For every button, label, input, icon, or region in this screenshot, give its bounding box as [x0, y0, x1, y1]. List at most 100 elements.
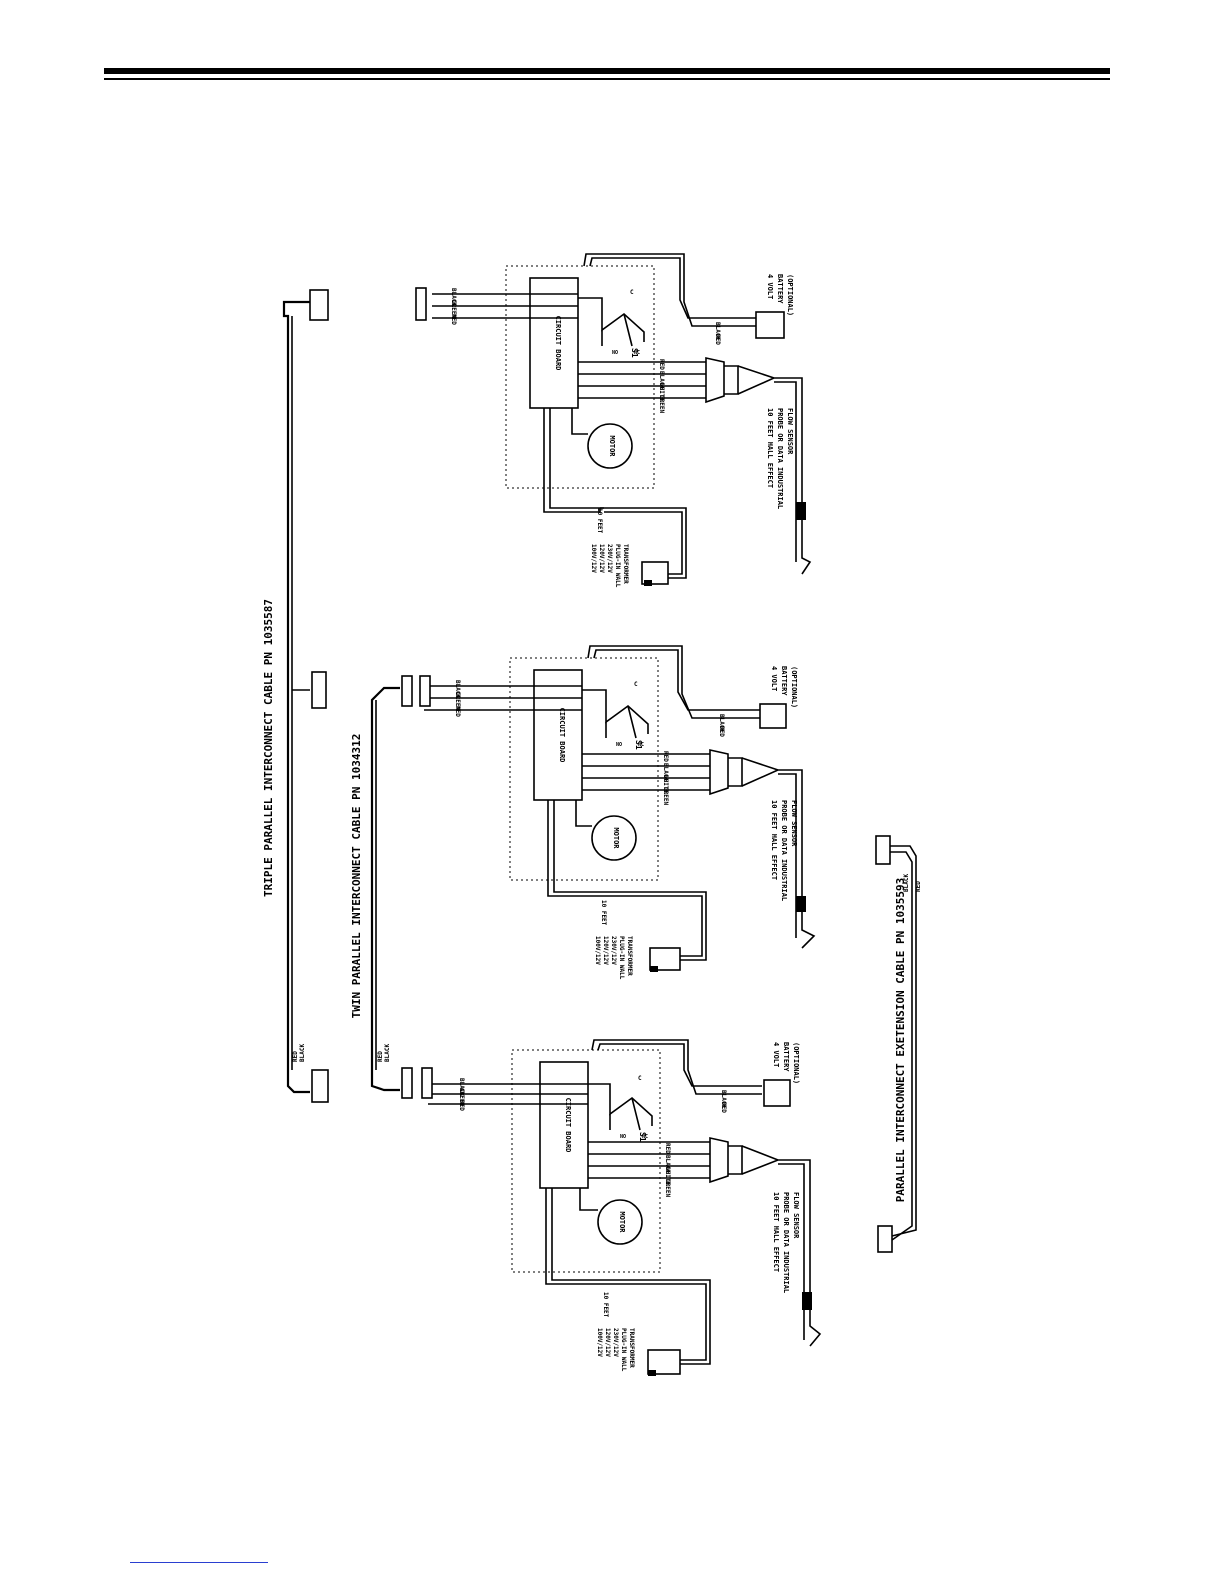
- transformer-text-1-4: TRANSFORMER: [622, 544, 629, 584]
- battery-2: [759, 703, 787, 729]
- triple-black-label: BLACK: [299, 1044, 306, 1062]
- sensor-text-1-1: PROBE OR DATA INDUSTRIAL: [776, 408, 784, 509]
- motor-1: [587, 423, 633, 469]
- triple-cable: TRIPLE PARALLEL INTERCONNECT CABLE PN 10…: [262, 289, 329, 1103]
- footer-link-underline: [130, 1562, 268, 1563]
- battery-text-3-2: (OPTIONAL): [792, 1042, 800, 1084]
- svg-text:NO: NO: [616, 742, 622, 748]
- transformer-text-2-2: 230V/12V: [610, 936, 617, 965]
- twin-connector-bottom: [401, 1067, 413, 1099]
- svg-text:NO: NO: [612, 350, 618, 356]
- svg-text:RED: RED: [450, 314, 457, 325]
- transformer-text-2-1: 120V/12V: [602, 936, 609, 965]
- transformer-2: [649, 947, 681, 971]
- sensor-wire-white-label-3: WHITE: [664, 1167, 671, 1185]
- transformer-text-3-2: 230V/12V: [612, 1328, 619, 1357]
- sensor-wire-white-label-1: WHITE: [658, 383, 665, 401]
- svg-text:GREEN: GREEN: [458, 1088, 465, 1106]
- circuit-board-2: [533, 669, 583, 801]
- transformer-1: [641, 561, 669, 585]
- transformer-text-3-4: TRANSFORMER: [628, 1328, 635, 1368]
- transformer-text-1-2: 230V/12V: [606, 544, 613, 573]
- controller-unit-3: CIRCUIT BOARD MOTOR C NO NC S1 BLACK GRE…: [421, 1039, 822, 1376]
- svg-text:C: C: [638, 1075, 642, 1082]
- sensor-text-2-0: 10 FEET HALL EFFECT: [770, 800, 778, 880]
- transformer-text-2-0: 100V/12V: [594, 936, 601, 965]
- svg-text:S1: S1: [630, 348, 639, 358]
- battery-text-1-0: 4 VOLT: [766, 274, 774, 299]
- triple-connector-top: [309, 289, 329, 321]
- sensor-text-3-1: PROBE OR DATA INDUSTRIAL: [782, 1192, 790, 1293]
- svg-text:NC: NC: [642, 1134, 648, 1140]
- battery-black-label-1: BLACK: [714, 322, 721, 340]
- battery-red-label-3: RED: [720, 1102, 727, 1113]
- cable-length-label-2: 10 FEET: [600, 900, 607, 926]
- battery-black-label-2: BLACK: [718, 714, 725, 732]
- sensor-wire-white-label-2: WHITE: [662, 775, 669, 793]
- controller-unit-2: CIRCUIT BOARD MOTOR C NO NC S1 BLACK GRE…: [419, 645, 816, 972]
- sensor-wire-green-label-2: GREEN: [662, 787, 669, 805]
- svg-text:MOTOR: MOTOR: [618, 1211, 626, 1233]
- sensor-wire-red-label-2: RED: [662, 751, 669, 762]
- battery-text-1-1: BATTERY: [776, 274, 784, 304]
- svg-text:BLACK: BLACK: [450, 288, 457, 306]
- sensor-text-2-2: FLOW SENSOR: [790, 800, 798, 847]
- sensor-wire-black-label-1: BLACK: [658, 371, 665, 389]
- sensor-wire-red-label-1: RED: [658, 359, 665, 370]
- svg-text:C: C: [634, 681, 638, 688]
- svg-text:GREEN: GREEN: [450, 300, 457, 318]
- cable-length-label-3: 10 FEET: [602, 1292, 609, 1318]
- battery-text-2-2: (OPTIONAL): [790, 666, 798, 708]
- controller-unit-1: CIRCUIT BOARD MOTOR C NO NC S1 BLACK GRE…: [415, 253, 812, 586]
- triple-connector-mid: [311, 671, 327, 709]
- svg-text:CIRCUIT BOARD: CIRCUIT BOARD: [554, 316, 562, 371]
- extension-connector-top: [875, 835, 891, 865]
- twin-red-label: RED: [377, 1051, 384, 1062]
- svg-text:BLACK: BLACK: [458, 1078, 465, 1096]
- svg-text:MOTOR: MOTOR: [612, 827, 620, 849]
- twin-cable: TWIN PARALLEL INTERCONNECT CABLE PN 1034…: [350, 675, 413, 1099]
- motor-3: [597, 1199, 643, 1245]
- header-rule-thin: [104, 78, 1110, 80]
- cable-length-label-1: 10 FEET: [596, 508, 603, 534]
- battery-red-label-1: RED: [714, 334, 721, 345]
- svg-text:RED: RED: [454, 706, 461, 717]
- svg-text:GREEN: GREEN: [454, 692, 461, 710]
- sensor-wire-green-label-1: GREEN: [658, 395, 665, 413]
- sensor-text-1-2: FLOW SENSOR: [786, 408, 794, 455]
- svg-text:NO: NO: [620, 1134, 626, 1140]
- svg-text:S1: S1: [638, 1132, 647, 1142]
- battery-text-3-1: BATTERY: [782, 1042, 790, 1072]
- extension-cable-label: PARALLEL INTERCONNECT EXETENSION CABLE P…: [894, 878, 907, 1203]
- twin-connector-top: [401, 675, 413, 707]
- extension-black-label: BLACK: [903, 874, 910, 892]
- transformer-text-3-0: 100V/12V: [596, 1328, 603, 1357]
- battery-text-2-0: 4 VOLT: [770, 666, 778, 691]
- transformer-text-1-0: 100V/12V: [590, 544, 597, 573]
- svg-text:CIRCUIT BOARD: CIRCUIT BOARD: [564, 1098, 572, 1153]
- circuit-board-3: [539, 1061, 589, 1189]
- triple-cable-label: TRIPLE PARALLEL INTERCONNECT CABLE PN 10…: [262, 599, 275, 897]
- transformer-text-3-1: 120V/12V: [604, 1328, 611, 1357]
- transformer-text-1-3: PLUG-IN WALL: [614, 544, 621, 588]
- battery-text-1-2: (OPTIONAL): [786, 274, 794, 316]
- svg-text:BLACK: BLACK: [454, 680, 461, 698]
- sensor-wire-black-label-3: BLACK: [664, 1155, 671, 1173]
- svg-text:MOTOR: MOTOR: [608, 435, 616, 457]
- triple-red-label: RED: [292, 1051, 299, 1062]
- svg-text:C: C: [630, 289, 634, 296]
- sensor-text-3-0: 10 FEET HALL EFFECT: [772, 1192, 780, 1272]
- circuit-board-1: [529, 277, 579, 409]
- twin-black-label: BLACK: [384, 1044, 391, 1062]
- svg-text:NC: NC: [638, 742, 644, 748]
- extension-cable: PARALLEL INTERCONNECT EXETENSION CABLE P…: [875, 835, 922, 1253]
- battery-red-label-2: RED: [718, 726, 725, 737]
- sensor-wire-black-label-2: BLACK: [662, 763, 669, 781]
- transformer-text-3-3: PLUG-IN WALL: [620, 1328, 627, 1372]
- extension-red-label: RED: [915, 881, 922, 892]
- sensor-text-2-1: PROBE OR DATA INDUSTRIAL: [780, 800, 788, 901]
- battery-1: [755, 311, 785, 339]
